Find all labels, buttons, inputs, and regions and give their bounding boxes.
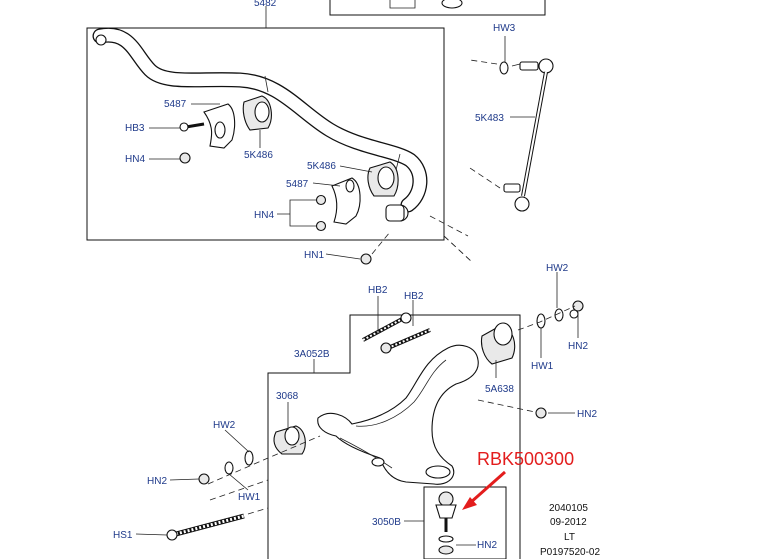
label-hn4-a: HN4 xyxy=(125,154,145,165)
label-5k483: 5K483 xyxy=(475,113,504,124)
label-hn4-b: HN4 xyxy=(254,210,274,221)
label-5a638: 5A638 xyxy=(485,384,514,395)
bushing-5k486-upper xyxy=(242,95,272,131)
label-hn2-d: HN2 xyxy=(477,540,497,551)
washer-hw2-lower xyxy=(244,450,254,466)
bolt-hb3 xyxy=(179,122,205,132)
label-hb2-b: HB2 xyxy=(404,291,424,302)
nut-hn1 xyxy=(360,231,391,265)
leader-lines xyxy=(135,103,579,546)
label-5482: 5482 xyxy=(254,0,277,9)
label-3a052b: 3A052B xyxy=(294,349,330,360)
meta-date: 09-2012 xyxy=(550,517,587,528)
bushing-3068 xyxy=(273,425,306,455)
stabilizer-bar-group xyxy=(86,6,445,241)
bolt-hb2-b xyxy=(380,328,431,354)
stabilizer-bar-box xyxy=(86,27,445,241)
nut-hn2-balljoint xyxy=(438,535,454,555)
ball-joint-3050b xyxy=(435,491,457,532)
nut-hn2-lower xyxy=(198,473,210,485)
label-hw2-b: HW2 xyxy=(213,420,236,431)
top-partial-box xyxy=(329,0,546,16)
label-hb3: HB3 xyxy=(125,123,145,134)
bushing-5a638 xyxy=(480,322,516,365)
nut-hn4-lower-a xyxy=(315,194,327,206)
label-hw1-a: HW1 xyxy=(531,361,554,372)
bracket-5487-lower xyxy=(331,177,361,225)
washer-hw1-upper xyxy=(536,313,546,329)
washer-hw1-lower xyxy=(224,461,234,475)
label-5487-a: 5487 xyxy=(164,99,187,110)
bolt-hs1 xyxy=(166,513,245,541)
bushing-5k486-lower xyxy=(367,161,399,197)
nut-hn2-middle xyxy=(535,407,547,419)
nut-hn4-upper xyxy=(179,152,191,164)
label-hn2-b: HN2 xyxy=(577,409,597,420)
label-hb2-a: HB2 xyxy=(368,285,388,296)
part-labels: 5482 HW3 5487 HB3 HN4 5K486 5K483 5K486 … xyxy=(113,0,597,551)
label-hs1: HS1 xyxy=(113,530,133,541)
lower-arm-group xyxy=(166,300,584,559)
meta-code: 2040105 xyxy=(549,503,588,514)
label-5k486-b: 5K486 xyxy=(307,161,336,172)
label-hw1-b: HW1 xyxy=(238,492,261,503)
stabilizer-link xyxy=(429,36,554,263)
label-3050b: 3050B xyxy=(372,517,401,528)
ball-joint-box xyxy=(423,486,507,559)
label-hw2-a: HW2 xyxy=(546,263,569,274)
meta-side: LT xyxy=(564,532,575,543)
label-hn2-c: HN2 xyxy=(147,476,167,487)
washer-hw2-upper xyxy=(554,308,564,322)
nut-hn2-upper xyxy=(569,300,584,319)
label-5k486-a: 5K486 xyxy=(244,150,273,161)
nut-hn4-lower-b xyxy=(315,220,327,232)
label-hn2-a: HN2 xyxy=(568,341,588,352)
label-5487-b: 5487 xyxy=(286,179,309,190)
bracket-5487-upper xyxy=(203,103,236,149)
diagram-meta: 2040105 09-2012 LT P0197520-02 xyxy=(540,503,600,558)
label-hw3: HW3 xyxy=(493,23,516,34)
label-3068: 3068 xyxy=(276,391,299,402)
label-hn1: HN1 xyxy=(304,250,324,261)
callout-arrow xyxy=(462,470,506,510)
part-number-callout: RBK500300 xyxy=(477,449,574,469)
meta-ref: P0197520-02 xyxy=(540,547,600,558)
bolt-hb2-a xyxy=(362,312,412,342)
